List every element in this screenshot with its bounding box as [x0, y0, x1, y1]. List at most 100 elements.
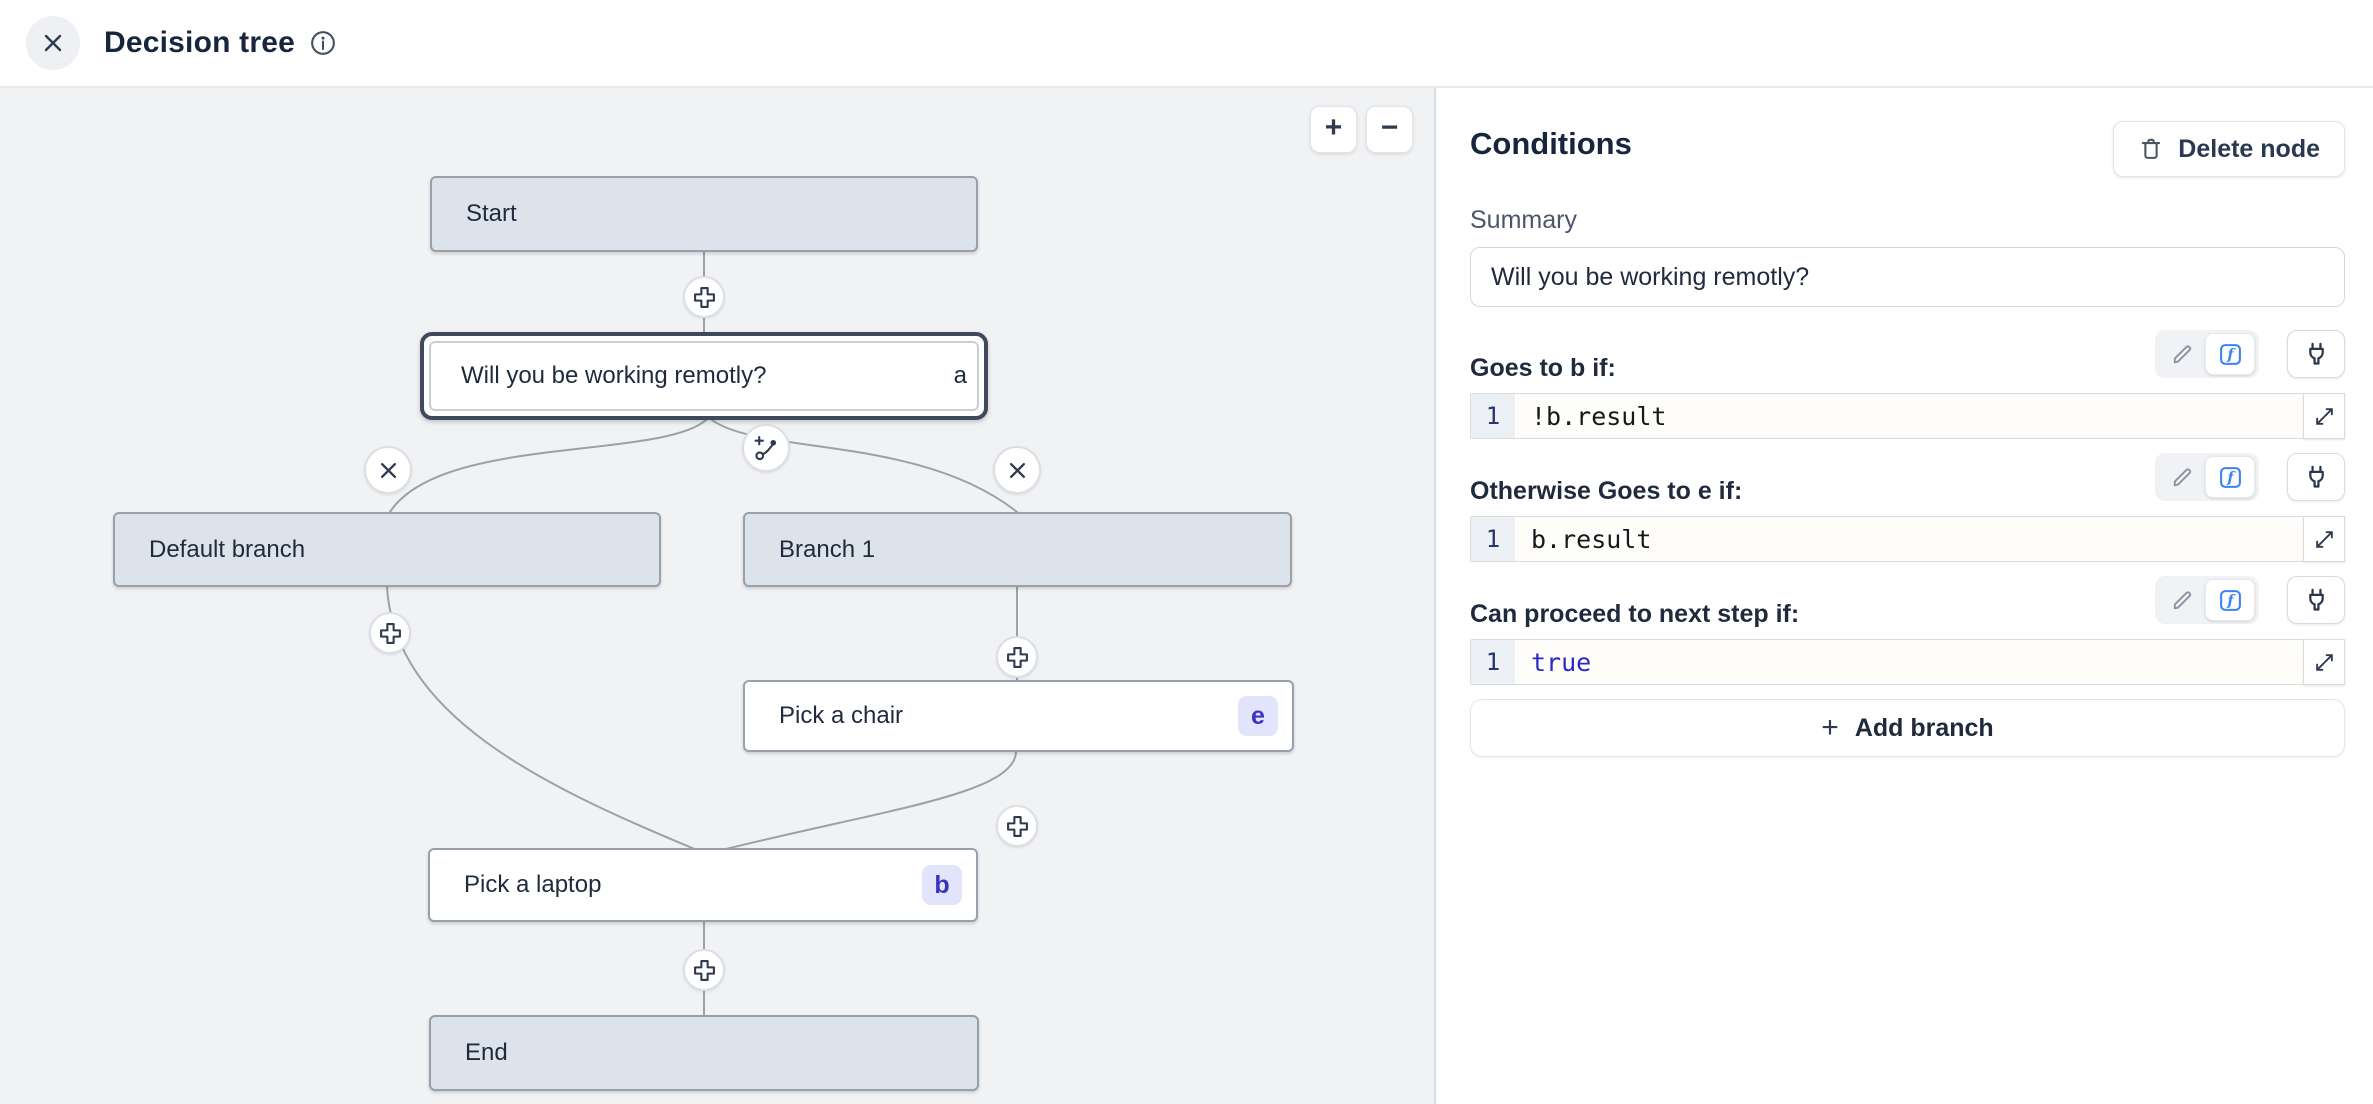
condition-label: Goes to b if:	[1470, 354, 1616, 382]
zoom-out-button[interactable]: −	[1366, 106, 1413, 153]
node-decision-inner: Will you be working remotly? a	[429, 341, 979, 411]
delete-node-button[interactable]: Delete node	[2113, 121, 2345, 177]
pencil-icon	[2173, 344, 2191, 363]
close-icon	[44, 34, 62, 52]
trash-icon	[2142, 138, 2161, 159]
function-icon: f	[2219, 589, 2241, 611]
insert-node-button[interactable]	[996, 636, 1038, 678]
code-editor[interactable]: 1 b.result	[1470, 516, 2345, 562]
editor-mode-toggle: f	[2155, 576, 2259, 624]
plus-outline-icon	[1006, 646, 1028, 668]
node-decision-selected[interactable]: Will you be working remotly? a	[420, 332, 988, 420]
conditions-panel: Conditions Delete node Summary	[1434, 88, 2373, 1104]
text-mode-button[interactable]	[2159, 332, 2205, 376]
add-branch-button[interactable]: + Add branch	[1470, 699, 2345, 757]
zoom-in-button[interactable]: +	[1310, 106, 1357, 153]
summary-input[interactable]	[1470, 247, 2345, 307]
insert-node-button[interactable]	[369, 612, 411, 654]
line-number: 1	[1471, 640, 1515, 684]
function-mode-button[interactable]: f	[2205, 333, 2255, 375]
connect-source-button[interactable]	[2287, 576, 2345, 624]
summary-label: Summary	[1470, 206, 1577, 234]
expand-editor-button[interactable]	[2303, 516, 2345, 562]
node-label: Start	[466, 200, 517, 227]
line-number: 1	[1471, 517, 1515, 561]
plug-icon	[2308, 465, 2324, 488]
flow-canvas[interactable]: Start Will you be working remotly? a Def…	[0, 88, 1434, 1104]
insert-node-button[interactable]	[996, 805, 1038, 847]
edge-chair-laptop	[713, 751, 1017, 853]
node-badge: b	[922, 865, 962, 905]
add-branch-label: Add branch	[1854, 713, 1994, 742]
edge-decision-default	[389, 419, 707, 513]
condition-section-can-proceed: f Can proceed to next step if: 1 true	[1470, 576, 2345, 685]
expand-icon	[2315, 407, 2333, 425]
svg-text:f: f	[2226, 469, 2236, 486]
x-icon	[1009, 462, 1025, 478]
function-mode-button[interactable]: f	[2205, 456, 2255, 498]
node-label: Pick a laptop	[464, 871, 602, 898]
plus-outline-icon	[379, 622, 401, 644]
line-number: 1	[1471, 394, 1515, 438]
connect-source-button[interactable]	[2287, 453, 2345, 501]
node-end[interactable]: End	[429, 1015, 979, 1091]
page-title: Decision tree	[104, 26, 296, 59]
expand-icon	[2315, 530, 2333, 548]
expand-editor-button[interactable]	[2303, 393, 2345, 439]
condition-section-goes-to-e: f Otherwise Goes to e if: 1 b.result	[1470, 453, 2345, 562]
condition-section-goes-to-b: f Goes to b if: 1 !b.result	[1470, 330, 2345, 439]
node-start[interactable]: Start	[430, 176, 978, 252]
remove-branch-right-button[interactable]	[993, 446, 1041, 494]
edge-default-laptop	[386, 586, 698, 851]
code-editor[interactable]: 1 true	[1470, 639, 2345, 685]
code-editor[interactable]: 1 !b.result	[1470, 393, 2345, 439]
node-label: Pick a chair	[779, 702, 904, 729]
pencil-icon	[2173, 590, 2191, 609]
plus-icon: +	[1821, 711, 1839, 744]
edge-decision-branch1	[711, 419, 1018, 513]
function-icon: f	[2219, 466, 2241, 488]
plug-icon	[2308, 342, 2324, 365]
pencil-icon	[2173, 467, 2191, 486]
code-value: !b.result	[1531, 401, 1667, 431]
condition-label: Otherwise Goes to e if:	[1470, 477, 1743, 505]
editor-mode-toggle: f	[2155, 330, 2259, 378]
function-mode-button[interactable]: f	[2205, 579, 2255, 621]
node-label: Default branch	[149, 535, 306, 563]
node-branch-1[interactable]: Branch 1	[743, 512, 1292, 587]
remove-branch-left-button[interactable]	[364, 446, 412, 494]
x-icon	[380, 462, 396, 478]
plus-outline-icon	[693, 959, 715, 981]
delete-node-label: Delete node	[2178, 134, 2320, 163]
node-label: End	[465, 1039, 508, 1066]
node-default-branch[interactable]: Default branch	[113, 512, 661, 587]
close-button[interactable]	[26, 16, 80, 70]
insert-node-button[interactable]	[683, 276, 725, 318]
node-badge: e	[1238, 696, 1278, 736]
plus-outline-icon	[693, 286, 715, 308]
node-label: Branch 1	[779, 535, 876, 563]
svg-text:f: f	[2226, 592, 2236, 609]
condition-label: Can proceed to next step if:	[1470, 600, 1800, 628]
insert-node-button[interactable]	[683, 949, 725, 991]
node-pick-laptop[interactable]: Pick a laptop b	[428, 848, 978, 922]
plug-icon	[2308, 588, 2324, 611]
expand-editor-button[interactable]	[2303, 639, 2345, 685]
add-branch-button-canvas[interactable]	[742, 424, 790, 472]
info-icon[interactable]	[309, 29, 337, 57]
header-bar: Decision tree	[0, 0, 2373, 88]
node-pick-chair[interactable]: Pick a chair e	[743, 680, 1294, 752]
editor-mode-controls: f	[2155, 330, 2345, 378]
panel-title: Conditions	[1470, 126, 1632, 161]
editor-mode-toggle: f	[2155, 453, 2259, 501]
text-mode-button[interactable]	[2159, 578, 2205, 622]
svg-text:f: f	[2226, 346, 2236, 363]
text-mode-button[interactable]	[2159, 455, 2205, 499]
expand-icon	[2315, 653, 2333, 671]
plus-outline-icon	[1006, 815, 1028, 837]
editor-mode-controls: f	[2155, 576, 2345, 624]
connect-source-button[interactable]	[2287, 330, 2345, 378]
branch-icon	[754, 435, 776, 460]
node-label: Will you be working remotly?	[461, 362, 767, 389]
